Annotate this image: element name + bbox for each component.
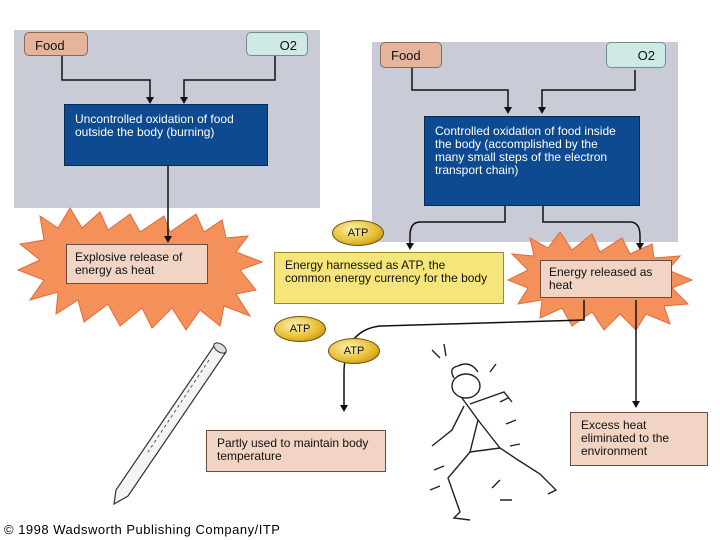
atp-coin: ATP xyxy=(328,338,380,364)
heat-to-body-temp-arrow xyxy=(343,300,585,406)
left-food-arrow xyxy=(61,52,151,98)
heat-released-box: Energy released as heat xyxy=(540,260,672,298)
thermometer-icon xyxy=(113,342,227,506)
right-o2-box: O2 xyxy=(606,42,666,68)
right-oxidation-box: Controlled oxidation of food inside the … xyxy=(424,116,640,206)
right-to-heat-arrow xyxy=(542,206,641,244)
right-food-arrow xyxy=(411,68,509,108)
left-oxidation-box: Uncontrolled oxidation of food outside t… xyxy=(64,104,268,166)
left-o2-arrow xyxy=(183,56,276,98)
right-o2-arrow xyxy=(541,70,636,108)
left-release-box: Explosive release of energy as heat xyxy=(66,244,208,284)
atp-coin: ATP xyxy=(274,316,326,342)
body-temp-box: Partly used to maintain body temperature xyxy=(206,430,386,472)
runner-icon xyxy=(429,343,558,521)
right-food-box: Food xyxy=(380,42,442,68)
atp-coin: ATP xyxy=(332,220,384,246)
right-to-atp-arrow xyxy=(409,206,506,244)
excess-heat-box: Excess heat eliminated to the environmen… xyxy=(570,412,708,466)
copyright-caption: © 1998 Wadsworth Publishing Company/ITP xyxy=(4,522,281,537)
atp-harnessed-box: Energy harnessed as ATP, the common ener… xyxy=(274,252,504,304)
left-food-box: Food xyxy=(24,32,88,56)
left-o2-box: O2 xyxy=(246,32,308,56)
